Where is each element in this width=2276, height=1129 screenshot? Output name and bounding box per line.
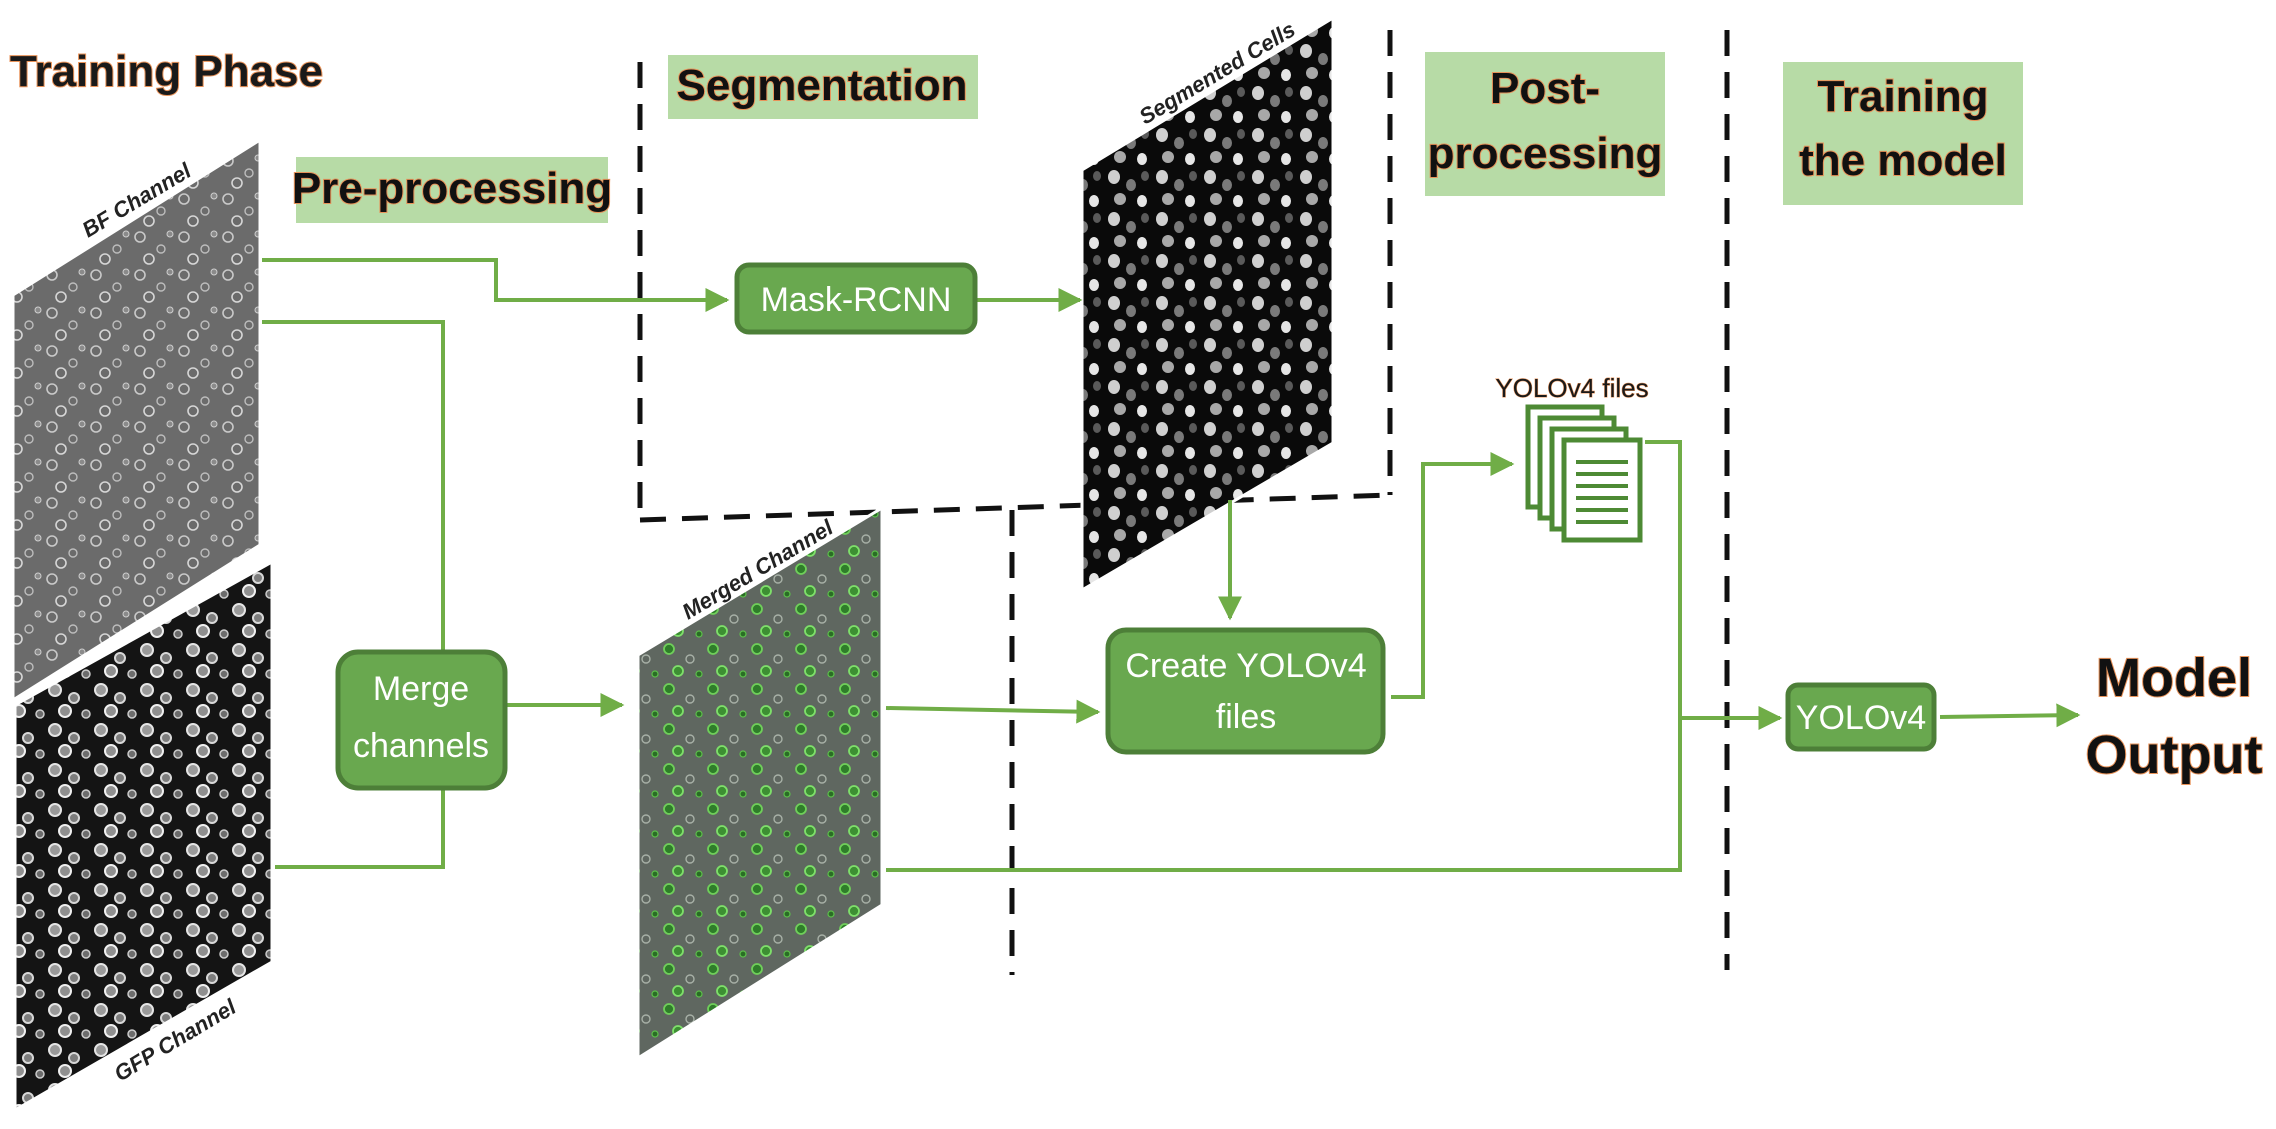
connectors xyxy=(262,258,2081,872)
phase-bg-postprocessing xyxy=(1425,52,1665,196)
phase-label-postprocessing-line2: processing xyxy=(1428,129,1663,178)
phase-bg-preprocessing xyxy=(296,157,608,223)
arrow-yolov4-to-output xyxy=(1939,703,2081,728)
bf-channel-image xyxy=(11,137,262,703)
yolov4-files-label: YOLOv4 files xyxy=(1495,373,1648,403)
line-gfp-to-merge xyxy=(275,790,445,869)
merge-channels-label-line2: channels xyxy=(353,727,489,765)
gfp-channel-image xyxy=(13,559,274,1113)
create-yolov4-label-line2: files xyxy=(1216,698,1276,736)
yolov4-label: YOLOv4 xyxy=(1796,699,1926,737)
merged-channel-image xyxy=(636,505,884,1061)
line-bf-to-merge xyxy=(262,320,445,655)
phase-label-training-line1: Training xyxy=(1817,72,1988,121)
line-files-and-merged-to-yolo xyxy=(886,440,1682,872)
yolov4-box xyxy=(1785,682,1937,752)
separator-segmentation-bottom xyxy=(639,492,1393,523)
document-stack-icon xyxy=(1525,404,1643,543)
merge-channels-box xyxy=(335,649,508,791)
phase-bg-training xyxy=(1783,62,2023,205)
segmented-cells-image xyxy=(1080,15,1335,593)
phase-label-training-line2: the model xyxy=(1799,136,2007,185)
create-yolov4-label-line1: Create YOLOv4 xyxy=(1125,647,1366,685)
phase-separators xyxy=(637,30,1730,975)
phase-label-segmentation: Segmentation xyxy=(677,61,968,110)
create-yolov4-files-box xyxy=(1105,627,1386,755)
model-output-line2: Output xyxy=(2086,725,2263,785)
phase-label-preprocessing: Pre-processing xyxy=(292,164,612,213)
mask-rcnn-label: Mask-RCNN xyxy=(761,281,952,319)
diagram-title: Training Phase xyxy=(10,47,323,96)
arrow-bf-to-maskrcnn xyxy=(262,258,730,312)
arrow-create-to-files xyxy=(1391,452,1515,699)
phase-label-postprocessing-line1: Post- xyxy=(1490,64,1600,113)
mask-rcnn-box xyxy=(734,262,978,335)
merge-channels-label-line1: Merge xyxy=(373,670,469,708)
phase-bg-segmentation xyxy=(668,55,978,119)
model-output-line1: Model xyxy=(2096,648,2252,708)
arrow-merged-to-create xyxy=(885,699,1101,724)
